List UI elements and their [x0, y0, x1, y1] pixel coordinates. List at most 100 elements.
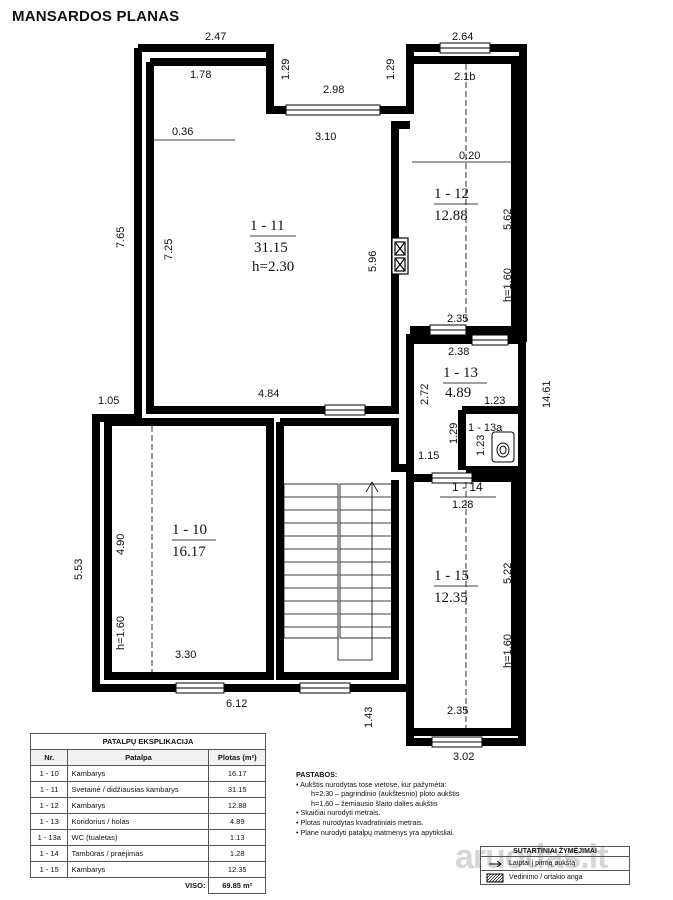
- row-area: 1.28: [208, 845, 266, 862]
- row-nr: 1 - 10: [29, 765, 69, 782]
- room-13a-id: 1 - 13a: [468, 422, 503, 434]
- legend-stairs-label: Laiptai į pirmą aukštą: [509, 860, 576, 867]
- room-12-height: h=1.60: [502, 268, 514, 302]
- dim-label: 7.25: [163, 239, 175, 260]
- room-13-id: 1 - 13: [443, 365, 478, 381]
- col-header-plotas: Plotas (m²): [208, 749, 266, 766]
- col-header-nr: Nr.: [29, 749, 69, 766]
- dim-label: 5.22: [502, 563, 514, 584]
- row-nr: 1 - 13: [29, 813, 69, 830]
- dim-label: 2.1b: [454, 71, 475, 83]
- room-15-id: 1 - 15: [434, 568, 469, 584]
- table-row: 1 - 11 Svetainė / didžiausias kambarys 3…: [29, 781, 266, 798]
- note-item: • Plane nurodyti patalpų matmenys yra ap…: [296, 827, 455, 837]
- notes-title: PASTABOS:: [296, 770, 338, 779]
- row-name: Kambarys: [67, 765, 210, 782]
- table-row: 1 - 15 Kambarys 12.35: [29, 861, 266, 878]
- dim-label: 1.05: [98, 395, 119, 407]
- room-15-height: h=1.60: [502, 634, 514, 668]
- dim-label: 2.98: [323, 84, 344, 96]
- total-label: VISO:: [185, 881, 206, 891]
- dim-label: 3.10: [315, 131, 336, 143]
- dim-label: 2.72: [419, 384, 431, 405]
- room-12-area: 12.88: [434, 208, 468, 224]
- dim-label: 6.12: [226, 698, 247, 710]
- dim-label: 1.78: [190, 69, 211, 81]
- note-item: h=2.30 – pagrindinio (aukštesnio) ploto …: [311, 789, 460, 799]
- note-item: • Aukštis nurodytas tose vietose, kur pa…: [296, 779, 447, 789]
- dim-label: 1.28: [452, 499, 473, 511]
- room-13-area: 4.89: [445, 385, 471, 401]
- dim-label: 1.29: [385, 59, 397, 80]
- dimension-labels: 2.47 2.64 1.78 1.29 1.29 2.98 3.10 2.1b …: [73, 31, 553, 763]
- dim-label: 2.35: [447, 705, 468, 717]
- walls: [92, 44, 527, 746]
- note-item: • Plotas nurodytas kvadratiniais metrais…: [296, 817, 424, 827]
- row-nr: 1 - 12: [29, 797, 69, 814]
- dim-label: 2.47: [205, 31, 226, 43]
- table-caption: PATALPŲ EKSPLIKACIJA: [30, 733, 266, 750]
- room-11-id: 1 - 11: [250, 218, 284, 234]
- stairs-arrow-icon: [481, 859, 509, 869]
- room-10-id: 1 - 10: [172, 522, 207, 538]
- room-12-id: 1 - 12: [434, 186, 469, 202]
- dimension-lines: [152, 139, 513, 163]
- note-item: • Skaičiai nurodyti metrais.: [296, 808, 381, 818]
- dim-label: 0.20: [459, 150, 480, 162]
- legend: SUTARTINIAI ŽYMĖJIMAI Laiptai į pirmą au…: [480, 846, 630, 885]
- row-nr: 1 - 11: [29, 781, 69, 798]
- dim-label: 1.15: [418, 450, 439, 462]
- vent-icon: [391, 237, 409, 275]
- row-name: Svetainė / didžiausias kambarys: [67, 781, 210, 798]
- room-15-area: 12.35: [434, 590, 468, 606]
- toilet-icon: [491, 431, 515, 463]
- windows: [175, 42, 509, 748]
- row-name: Kambarys: [67, 797, 210, 814]
- dim-label: 2.35: [447, 313, 468, 325]
- dim-label: 1.43: [363, 707, 375, 728]
- dim-label: 7.65: [115, 227, 127, 248]
- col-header-patalpa: Patalpa: [67, 749, 210, 766]
- row-area: 31.15: [208, 781, 266, 798]
- room-explication-table: PATALPŲ EKSPLIKACIJA Nr. Patalpa Plotas …: [29, 733, 266, 894]
- dim-label: 2.64: [452, 31, 473, 43]
- row-area: 4.89: [208, 813, 266, 830]
- dim-label: 14.61: [541, 380, 553, 408]
- stairs-icon: [283, 481, 393, 661]
- legend-window-label: Vėdinimo / ortakio anga: [509, 874, 583, 881]
- dim-label: 1.29: [280, 59, 292, 80]
- dim-label: 4.90: [115, 534, 127, 555]
- dim-label: 2.38: [448, 346, 469, 358]
- table-total-row: VISO: 69.85 m²: [31, 877, 266, 894]
- row-name: Tambūras / praėjimas: [67, 845, 210, 862]
- table-row: 1 - 14 Tambūras / praėjimas 1.28: [29, 845, 266, 862]
- row-area: 16.17: [208, 765, 266, 782]
- table-row: 1 - 10 Kambarys 16.17: [29, 765, 266, 782]
- dim-label: 5.53: [73, 559, 85, 580]
- dim-label: 1.23: [475, 435, 487, 456]
- dim-label: 0.36: [172, 126, 193, 138]
- row-name: Kambarys: [67, 861, 210, 878]
- room-11-area: 31.15: [254, 240, 288, 256]
- vent-symbol-icon: [481, 873, 509, 883]
- table-row: 1 - 13a WC (tualetas) 1.13: [29, 829, 266, 846]
- legend-title: SUTARTINIAI ŽYMĖJIMAI: [480, 846, 630, 857]
- row-area: 12.88: [208, 797, 266, 814]
- note-item: h=1.60 – žemiausio šlaito dalies aukštis: [311, 798, 438, 808]
- dim-label: 3.02: [453, 751, 474, 763]
- notes: PASTABOS: • Aukštis nurodytas tose vieto…: [296, 770, 516, 837]
- page-title: MANSARDOS PLANAS: [12, 8, 180, 25]
- row-area: 1.13: [208, 829, 266, 846]
- row-area: 12.35: [208, 861, 266, 878]
- row-nr: 1 - 15: [29, 861, 69, 878]
- dim-label: 1.29: [448, 423, 460, 444]
- table-row: 1 - 12 Kambarys 12.88: [29, 797, 266, 814]
- row-name: WC (tualetas): [67, 829, 210, 846]
- legend-item-window: Vėdinimo / ortakio anga: [480, 871, 630, 885]
- room-10-height: h=1.60: [115, 616, 127, 650]
- dim-label: 5.96: [367, 251, 379, 272]
- room-14-id: 1 - 14: [452, 480, 483, 494]
- legend-item-stairs: Laiptai į pirmą aukštą: [480, 857, 630, 871]
- table-row: 1 - 13 Koridorius / holas 4.89: [29, 813, 266, 830]
